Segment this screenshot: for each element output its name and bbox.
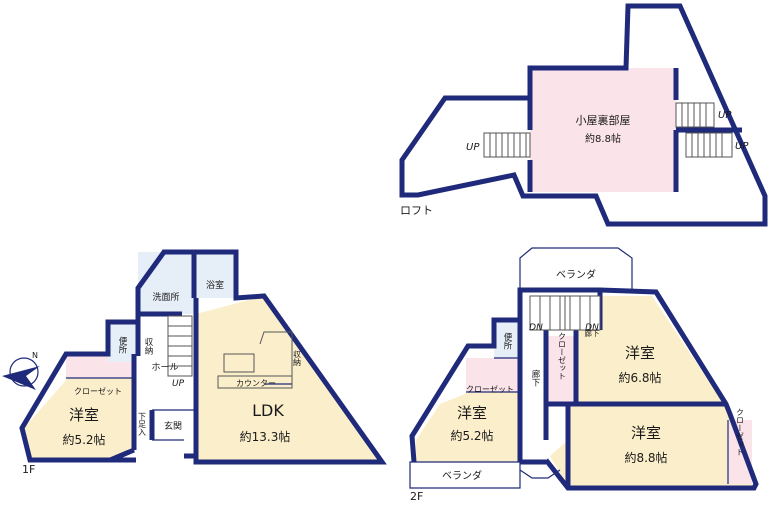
2f-stairs-dn-left: DN xyxy=(529,323,543,333)
1f-entrance-label: 玄関 xyxy=(164,420,182,432)
1f-storage-label: 収納 xyxy=(143,337,153,356)
2f-floor-label: 2F xyxy=(410,490,423,503)
2f-stairs-dn-right: DN xyxy=(585,323,599,333)
2f-room-top-right-name: 洋室 xyxy=(625,344,655,362)
loft-stair-right-bottom xyxy=(685,132,733,158)
loft-attic-room-fill xyxy=(530,68,676,192)
1f-hall-label: ホール xyxy=(151,362,178,373)
1f-ldk-storage-label: 収納 xyxy=(293,349,302,367)
loft-plan: 小屋裏部屋 約8.8帖 UP UP UP ロフト xyxy=(399,3,768,227)
loft-attic-name: 小屋裏部屋 xyxy=(576,113,631,127)
1f-bathroom-label: 浴室 xyxy=(206,279,224,291)
2f-hallway-label: 廊下 xyxy=(530,369,540,388)
2f-room-left-name: 洋室 xyxy=(457,404,487,422)
1f-closet-label: クローゼット xyxy=(74,386,122,396)
1f-bedroom-name: 洋室 xyxy=(69,406,99,424)
1f-outer-wall-left xyxy=(19,249,387,465)
2f-hallway-small-label: 廊下 xyxy=(585,328,600,338)
2f-room-bottom-right-size: 約8.8帖 xyxy=(624,450,667,465)
1f-bedroom-size: 約5.2帖 xyxy=(62,432,105,447)
2f-closet-center-fill xyxy=(548,336,576,404)
1f-stairs xyxy=(167,315,193,377)
1f-kitchen-sink xyxy=(223,353,255,373)
2f-veranda-bottom xyxy=(409,461,521,489)
1f-bathroom-fill xyxy=(194,252,236,298)
2f-veranda-top-label: ベランダ xyxy=(556,268,596,281)
1f-toilet-label: 便所 xyxy=(117,336,127,355)
2f-room-top-right-size: 約6.8帖 xyxy=(618,370,661,385)
1f-shoe-storage-label: 下足入 xyxy=(138,412,147,436)
2f-room-bottom-right-name: 洋室 xyxy=(631,424,661,442)
1f-ldk-fill xyxy=(196,296,380,460)
loft-stair-label-left: UP xyxy=(466,142,480,153)
loft-attic-size: 約8.8帖 xyxy=(585,132,621,145)
2f-toilet-label: 便所 xyxy=(502,332,512,351)
2f-toilet-fill xyxy=(494,322,520,358)
1f-floor-label: 1F xyxy=(22,463,35,476)
loft-stair-label-right-top: UP xyxy=(718,110,732,121)
1f-counter-label: カウンター xyxy=(236,379,276,388)
1f-ldk-size: 約13.3帖 xyxy=(240,429,291,444)
2f-veranda-top xyxy=(519,247,633,291)
2f-closet-center-label: クローゼット xyxy=(558,332,567,380)
1f-toilet-fill xyxy=(108,322,136,362)
second-floor-plan: ベランダ ベランダ 便所 DN DN 廊下 廊下 クローゼット クローゼット ク… xyxy=(409,247,759,503)
loft-outline xyxy=(399,3,768,227)
1f-stairs-up-label: UP xyxy=(172,379,185,389)
1f-washroom-label: 洗面所 xyxy=(152,291,179,303)
svg-text:N: N xyxy=(32,351,38,360)
2f-veranda-bottom-label: ベランダ xyxy=(442,469,482,482)
2f-room-left-fill xyxy=(416,392,520,462)
first-floor-plan: N 洋室 約5.2帖 クローゼット 便所 洗面所 浴室 収納 ホール UP 下足… xyxy=(2,249,387,476)
1f-ldk-name: LDK xyxy=(252,401,284,420)
2f-closet-left-label: クローゼット xyxy=(466,384,514,394)
loft-stair-right-top xyxy=(675,102,715,128)
1f-kitchen-counter xyxy=(217,375,293,389)
compass-icon: N xyxy=(2,351,40,390)
2f-closet-right-fill xyxy=(728,420,752,484)
2f-closet-left-fill xyxy=(466,358,520,392)
2f-room-left-size: 約5.2帖 xyxy=(450,428,493,443)
1f-bedroom-fill xyxy=(24,378,134,458)
2f-room-bottom-right-fill xyxy=(550,406,752,486)
2f-closet-right-label: クローゼット xyxy=(736,408,745,456)
2f-room-top-right-fill xyxy=(576,296,724,404)
loft-stair-label-right-bottom: UP xyxy=(735,141,749,152)
1f-washroom-fill xyxy=(138,252,194,314)
loft-stair-left xyxy=(483,132,531,158)
2f-stairs xyxy=(529,295,601,331)
loft-floor-label: ロフト xyxy=(400,204,433,217)
